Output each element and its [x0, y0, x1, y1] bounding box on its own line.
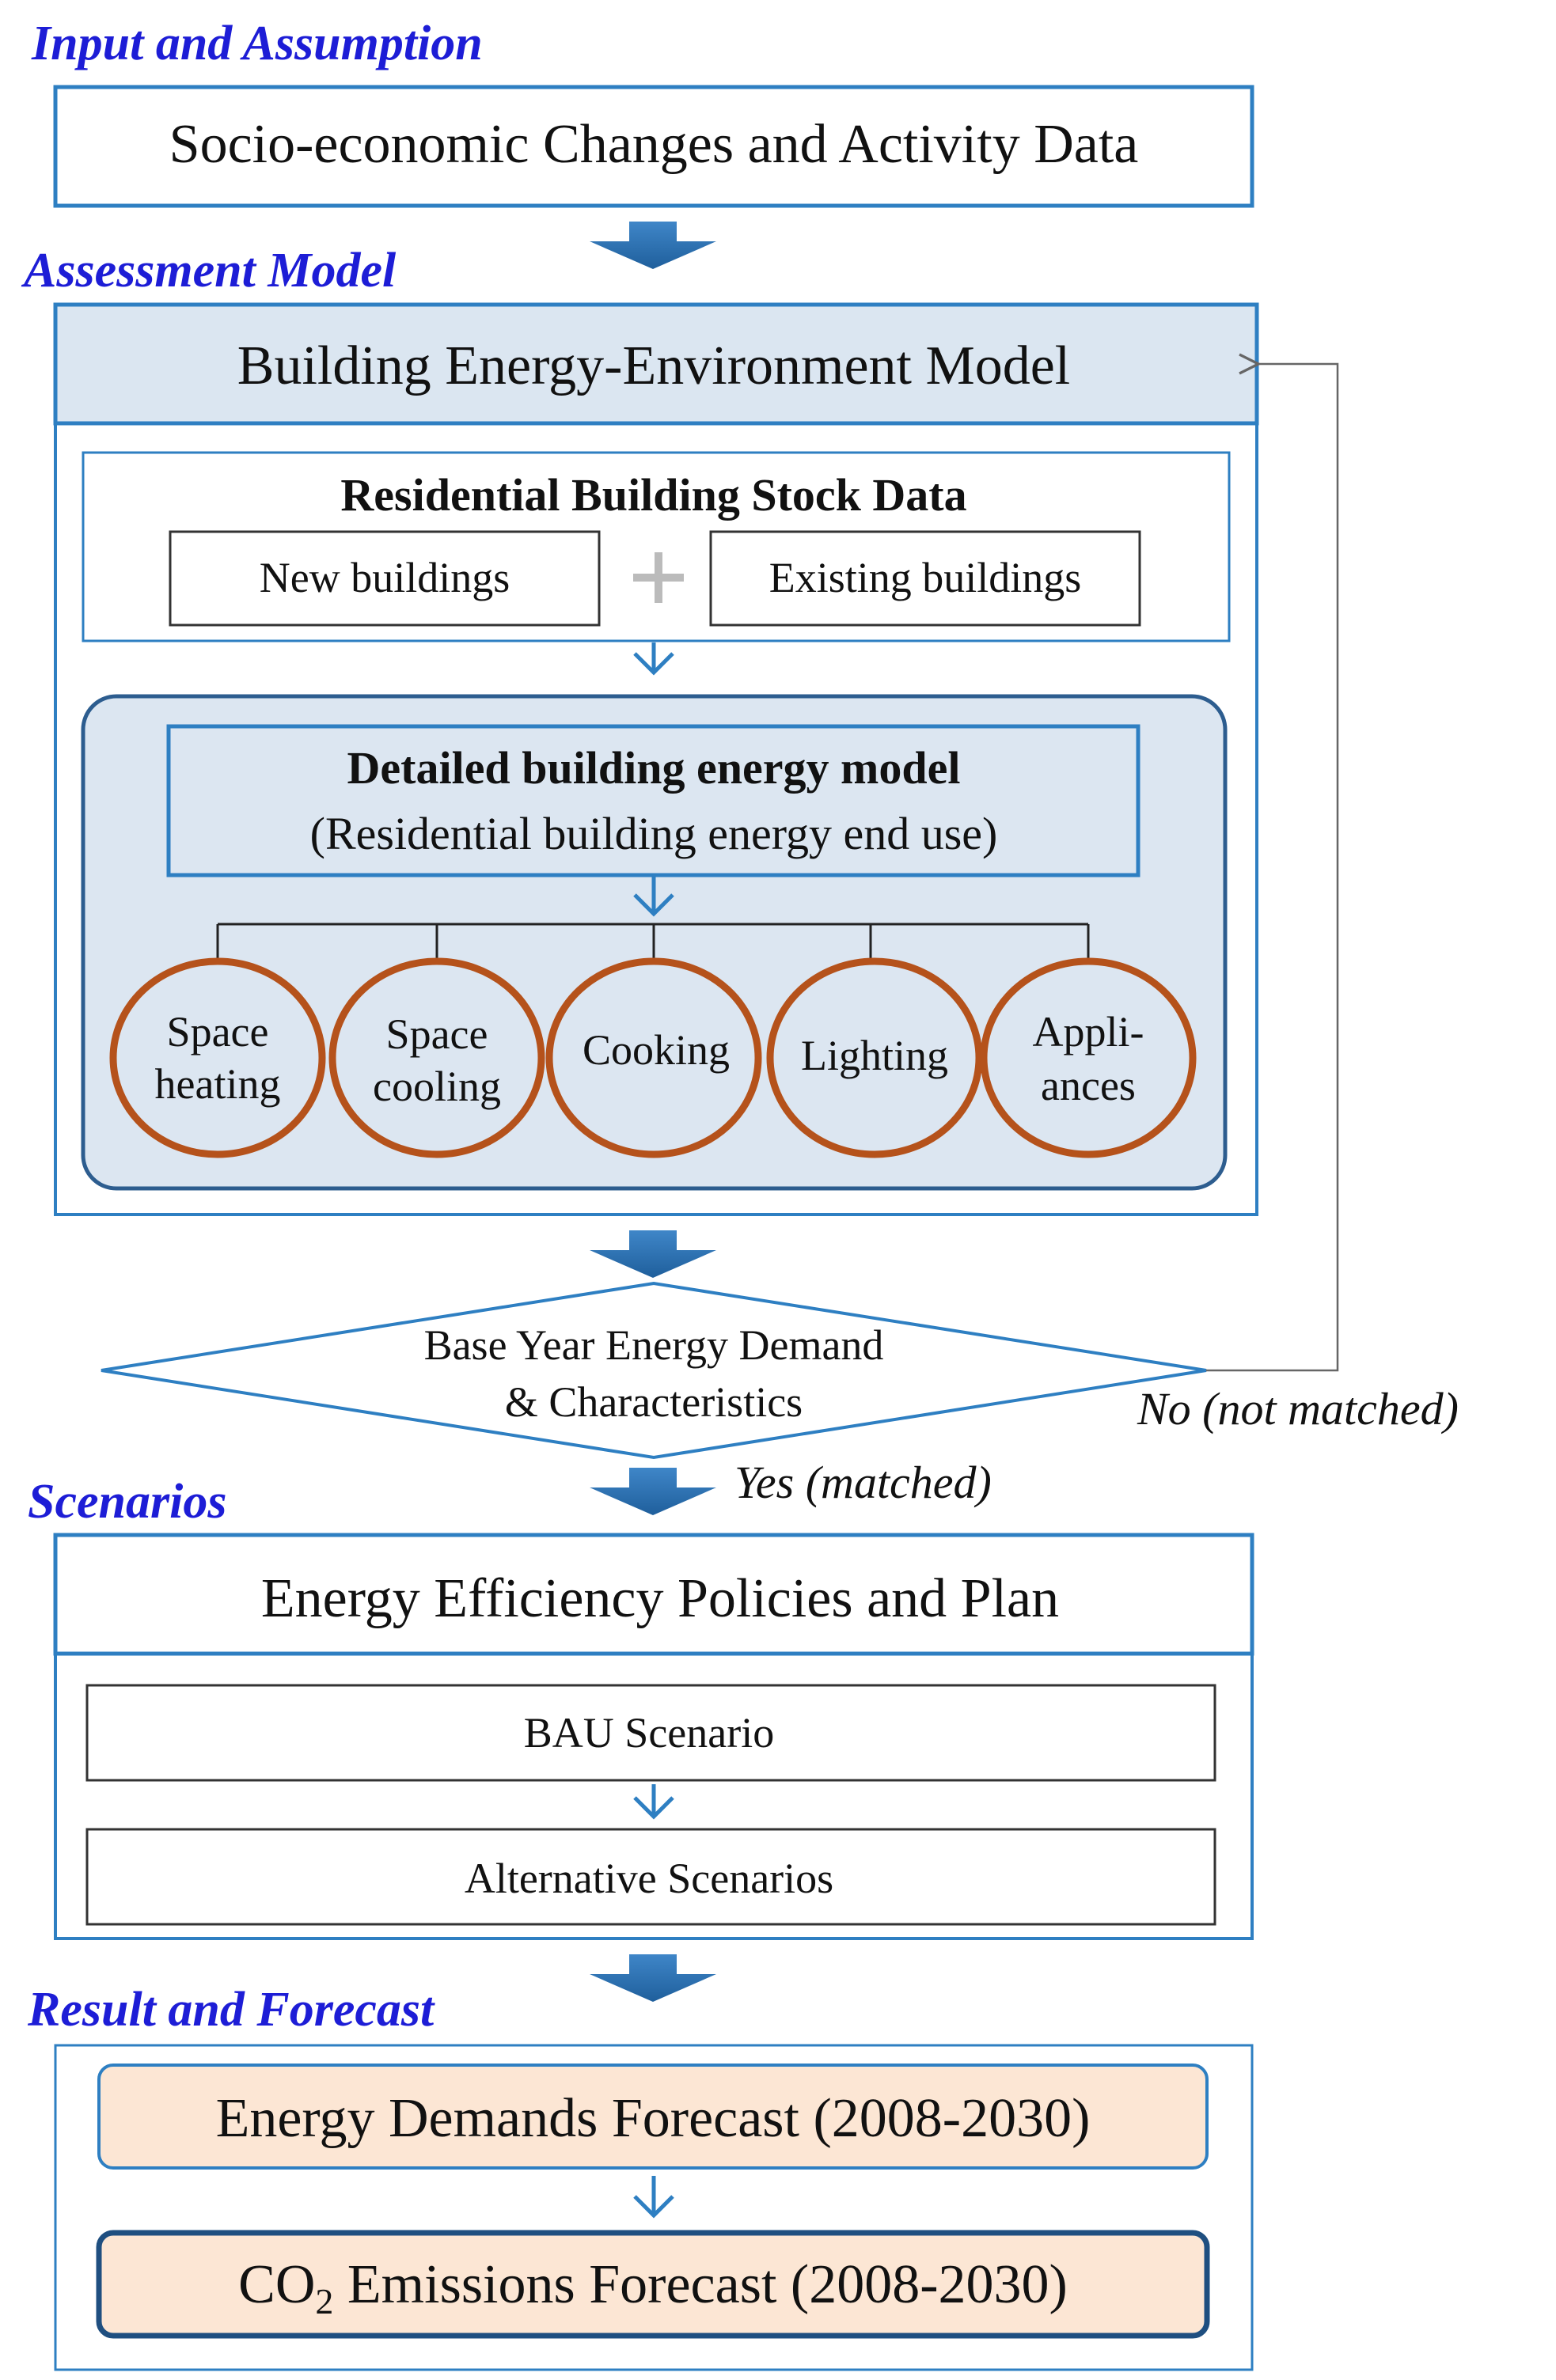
thin-arrow-2: [633, 877, 674, 917]
bau-scenario-label: BAU Scenario: [524, 1709, 774, 1757]
end-use-appliances-line1: Appli-: [1033, 1008, 1144, 1055]
section-title-input: Input and Assumption: [31, 17, 483, 70]
end-use-space-heating: Space heating: [109, 957, 326, 1158]
end-use-cooking-line1: Cooking: [583, 1026, 730, 1074]
alternative-scenarios-label: Alternative Scenarios: [465, 1855, 833, 1902]
stock-title: Residential Building Stock Data: [340, 469, 966, 521]
new-buildings-box: [169, 530, 601, 627]
thin-arrow-3: [633, 1784, 674, 1820]
end-use-space-cooling-line2: cooling: [373, 1063, 501, 1110]
policies-header-label: Energy Efficiency Policies and Plan: [261, 1568, 1059, 1629]
co2-suffix: Emissions Forecast (2008-2030): [333, 2254, 1067, 2315]
decision-line1: Base Year Energy Demand: [424, 1321, 884, 1369]
end-use-space-cooling: Space cooling: [328, 957, 545, 1158]
section-title-assessment: Assessment Model: [21, 244, 397, 298]
detailed-model-title: Detailed building energy model: [347, 742, 961, 794]
block-arrow-2: [590, 1230, 716, 1278]
section-title-result: Result and Forecast: [27, 1983, 435, 2037]
decision-diamond: [101, 1281, 1207, 1460]
block-arrow-3: [590, 1468, 716, 1515]
end-use-cooking: Cooking: [545, 957, 762, 1158]
energy-forecast-box: [97, 2064, 1209, 2170]
model-header: [53, 302, 1259, 426]
end-use-lighting: Lighting: [766, 957, 983, 1158]
thin-arrow-1: [633, 642, 674, 676]
alternative-scenarios-box: [85, 1828, 1216, 1926]
detailed-model-subtitle: (Residential building energy end use): [310, 808, 998, 859]
existing-buildings-label: Existing buildings: [769, 554, 1082, 601]
end-use-space-heating-line1: Space: [167, 1008, 269, 1055]
end-use-space-cooling-line1: Space: [386, 1010, 488, 1058]
decision-yes-label: Yes (matched): [734, 1457, 992, 1508]
block-arrow-4: [590, 1954, 716, 2002]
co2-subscript: 2: [315, 2281, 333, 2321]
bau-scenario-box: [85, 1684, 1216, 1782]
co2-forecast-label: CO2 Emissions Forecast (2008-2030): [238, 2254, 1068, 2321]
end-use-connector: [216, 923, 1090, 961]
block-arrow-1: [590, 222, 716, 269]
policies-header: [53, 1533, 1254, 1656]
decision-line2: & Characteristics: [505, 1378, 803, 1426]
energy-forecast-label: Energy Demands Forecast (2008-2030): [216, 2088, 1091, 2149]
input-box: [53, 85, 1254, 208]
end-use-appliances: Appli- ances: [980, 957, 1197, 1158]
feedback-loop-line: [1206, 364, 1339, 1372]
co2-forecast-box: [96, 2230, 1210, 2339]
existing-buildings-box: [709, 530, 1141, 627]
thin-arrow-4: [633, 2176, 674, 2219]
section-title-scenarios: Scenarios: [28, 1475, 226, 1529]
end-use-space-heating-line2: heating: [155, 1060, 281, 1108]
plus-icon: [633, 552, 684, 603]
end-use-appliances-line2: ances: [1041, 1062, 1136, 1109]
model-header-label: Building Energy-Environment Model: [237, 335, 1070, 396]
decision-no-label: No (not matched): [1137, 1383, 1459, 1434]
co2-prefix: CO: [238, 2254, 315, 2315]
end-use-lighting-line1: Lighting: [801, 1032, 948, 1079]
input-box-label: Socio-economic Changes and Activity Data: [169, 114, 1139, 175]
new-buildings-label: New buildings: [260, 554, 510, 601]
detailed-model-box: [166, 724, 1140, 877]
